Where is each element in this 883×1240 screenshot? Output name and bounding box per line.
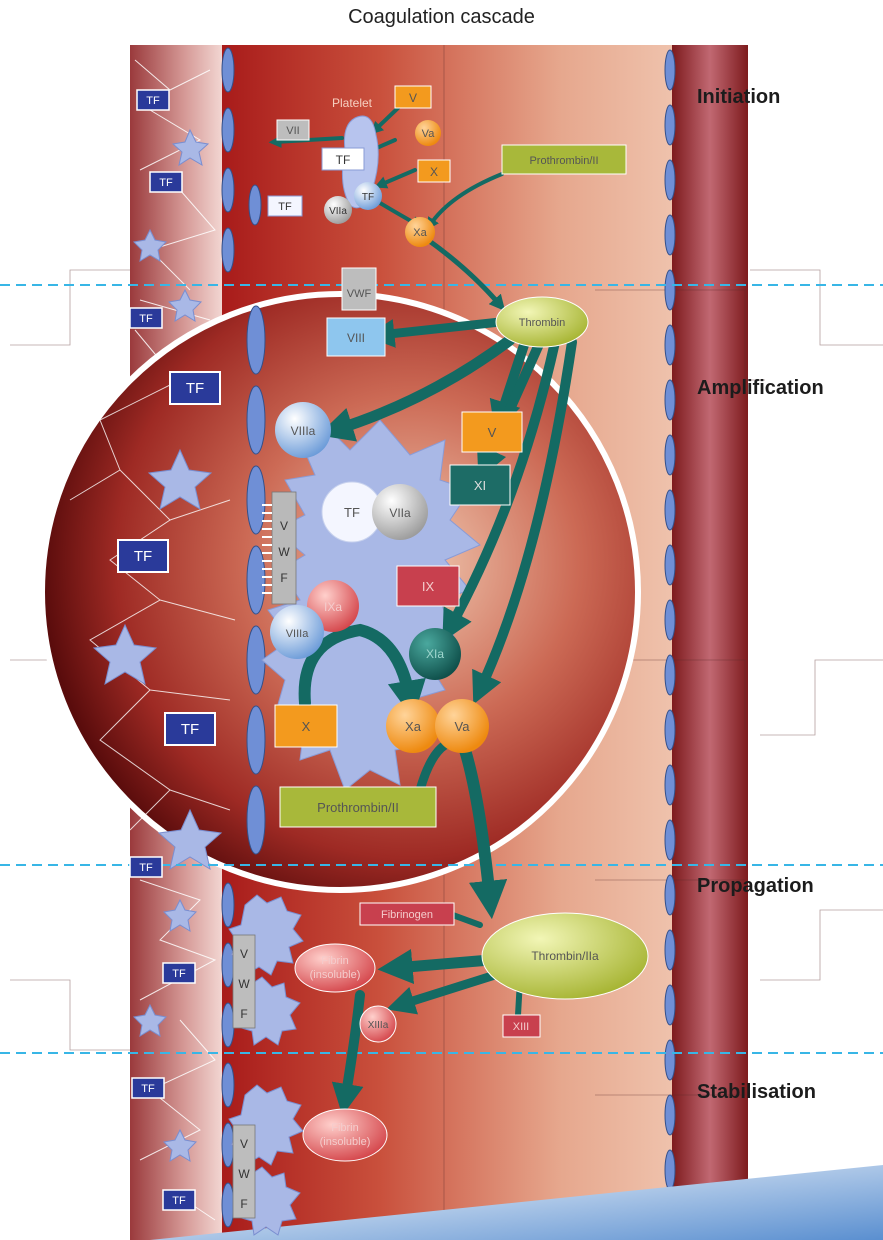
tf-ball-label: TF [362, 192, 374, 203]
diagram-title: Coagulation cascade [0, 6, 883, 29]
tf-free-label: TF [278, 201, 292, 213]
platelet-label: Platelet [332, 96, 373, 110]
vwf-f-label: F [280, 571, 287, 585]
xia-label: XIa [426, 647, 444, 661]
tf-label: TF [141, 1083, 155, 1095]
viiia-label: VIIIa [291, 424, 316, 438]
vwf-v-label: V [240, 947, 248, 961]
phase-stabilisation: Stabilisation [697, 1081, 816, 1104]
vwf-w-label: W [238, 1167, 250, 1181]
phase-initiation: Initiation [697, 86, 780, 109]
xa-label: Xa [413, 227, 427, 239]
tf-label: TF [186, 380, 204, 397]
tf-label: TF [139, 313, 153, 325]
v-label: V [409, 91, 417, 105]
prothrombin-label: Prothrombin/II [529, 155, 598, 167]
vwf-v-label: V [280, 519, 288, 533]
vwf-f-label: F [240, 1197, 247, 1211]
v-zoom-label: V [488, 425, 497, 440]
xiii-label: XIII [513, 1021, 530, 1033]
xa-zoom-label: Xa [405, 719, 422, 734]
vwf-w-label: W [238, 977, 250, 991]
tf-label: TF [172, 968, 186, 980]
x-label: X [430, 165, 438, 179]
fibrinogen-label: Fibrinogen [381, 909, 433, 921]
xi-label: XI [474, 478, 486, 493]
viiia-bottom-label: VIIIa [286, 628, 310, 640]
endothelial-cell [249, 185, 261, 225]
va-zoom-label: Va [455, 719, 471, 734]
vwf-v-label: V [240, 1137, 248, 1151]
xiiia-label: XIIIa [368, 1020, 389, 1031]
vessel-wall-right [672, 45, 748, 1240]
vwf-f-label: F [240, 1007, 247, 1021]
fibrin-ellipse-2 [303, 1109, 387, 1161]
ix-label: IX [422, 579, 435, 594]
vwf-w-label: W [278, 545, 290, 559]
tf-label: TF [181, 721, 199, 738]
viii-label: VIII [347, 331, 365, 345]
insoluble-label: (insoluble) [320, 1136, 371, 1148]
insoluble-label: (insoluble) [310, 969, 361, 981]
viia-zoom-label: VIIa [389, 506, 411, 520]
va-label: Va [422, 128, 436, 140]
phase-propagation: Propagation [697, 875, 814, 898]
thrombin-iia-label: Thrombin/IIa [531, 949, 599, 963]
x-zoom-label: X [302, 719, 311, 734]
vii-label: VII [286, 125, 299, 137]
tf-label: TF [172, 1195, 186, 1207]
viia-label: VIIa [329, 206, 347, 217]
tf-label: TF [159, 177, 173, 189]
tf-label: TF [146, 95, 160, 107]
tf-label: TF [139, 862, 153, 874]
vwf-label: VWF [347, 288, 372, 300]
fibrin-label: Fibrin [321, 955, 349, 967]
tf-platelet-label: TF [336, 153, 351, 167]
ixa-label: IXa [324, 600, 342, 614]
phase-amplification: Amplification [697, 377, 824, 400]
prothrombin-zoom-label: Prothrombin/II [317, 800, 399, 815]
tf-zoom-label: TF [344, 505, 360, 520]
tf-label: TF [134, 548, 152, 565]
fibrin-label: Fibrin [331, 1122, 359, 1134]
fibrin-ellipse-1 [295, 944, 375, 992]
thrombin-label: Thrombin [519, 317, 565, 329]
